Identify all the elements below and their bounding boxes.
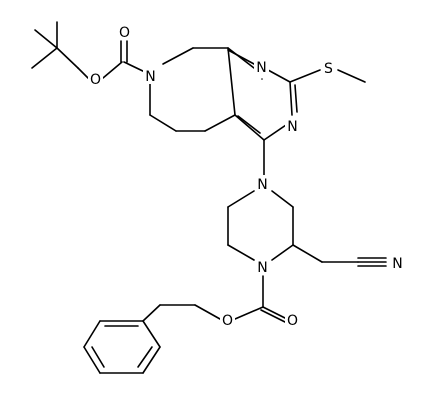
tetrahydropyridine-ring	[149, 47, 236, 132]
cyanomethyl-group	[292, 244, 387, 267]
benzene-ring	[83, 304, 161, 374]
methylthio-group	[289, 69, 366, 83]
piperazine-nitrogen-4: N	[257, 177, 267, 193]
carbonyl-oxygen-bottom: O	[287, 313, 298, 329]
pyrimidine-ring	[227, 47, 298, 141]
pyrimidine-nitrogen-1: N	[256, 60, 266, 76]
pyrimidine-nitrogen-2: N	[287, 119, 297, 135]
piperazine-ring	[227, 190, 294, 261]
ester-oxygen-bottom: O	[222, 313, 233, 329]
atom-labels: O O N N N S N N N O O	[88, 23, 406, 329]
ester-oxygen-top: O	[90, 72, 101, 88]
ring-nitrogen-top: N	[145, 69, 155, 85]
piperazine-nitrogen-1: N	[257, 260, 267, 276]
nitrile-nitrogen: N	[392, 256, 402, 272]
carbonyl-oxygen-top: O	[119, 25, 130, 41]
sulfur-atom: S	[324, 61, 333, 77]
cbz-carbamate-bonds	[159, 275, 288, 323]
tert-butyl-group	[31, 21, 79, 69]
